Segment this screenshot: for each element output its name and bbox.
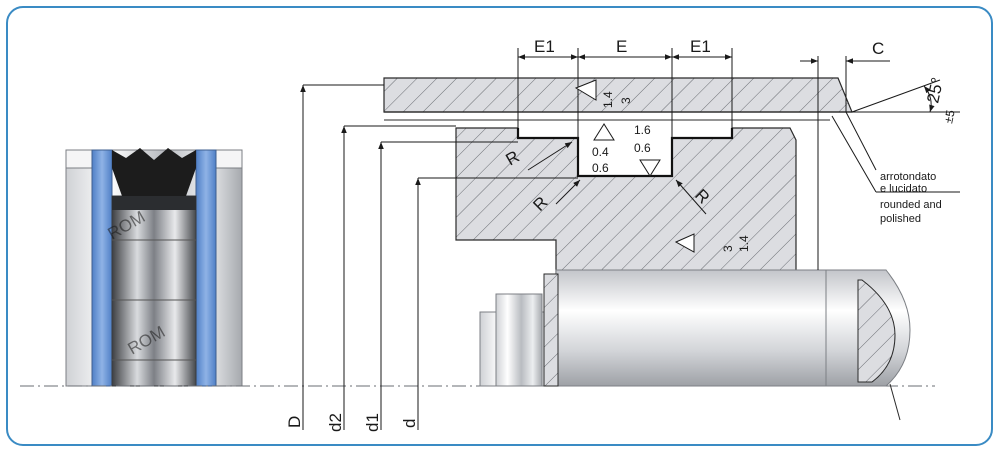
- chamfer-dimension: [800, 56, 890, 270]
- seal-energizer-band: [112, 196, 196, 210]
- cylinder-bore: [383, 77, 853, 113]
- roughness-bore-top: 1.4: [601, 91, 615, 108]
- dim-angle: 25°: [923, 76, 947, 105]
- dim-D: D: [285, 416, 304, 428]
- nut-washer: [543, 273, 559, 387]
- angle-dimension: [851, 79, 960, 113]
- dim-C: C: [872, 39, 884, 58]
- guide-ring-right: [195, 149, 217, 387]
- roughness-groove-side-bottom: 0.6: [592, 161, 609, 175]
- roughness-groove-side-top: 0.4: [592, 145, 609, 159]
- nut-hex-face: [495, 293, 543, 387]
- seal-groove: [516, 128, 734, 178]
- roughness-bore-bottom: 3: [619, 97, 633, 104]
- roughness-symbols: [574, 79, 695, 253]
- note-leaders: [831, 111, 960, 193]
- dim-d1: d1: [363, 413, 382, 432]
- diameter-dimension-lines: [300, 84, 578, 430]
- rod-section: [857, 279, 896, 383]
- note-it-line1: arrotondato: [880, 171, 936, 183]
- guide-ring-left: [91, 149, 113, 387]
- dim-angle-tolerance: ±5: [941, 108, 958, 124]
- dim-E1-left: E1: [534, 37, 555, 56]
- note-en-line2: polished: [880, 213, 921, 225]
- seal-lip-profile: [112, 148, 196, 196]
- roughness-rod-top: 1.4: [737, 235, 751, 252]
- dim-d: d: [400, 419, 419, 428]
- radius-leaders: [527, 141, 707, 215]
- groove-width-dimensions: [517, 48, 733, 138]
- note-en-line1: rounded and: [880, 199, 942, 211]
- dim-d2: d2: [326, 413, 345, 432]
- seal-3d-view: ROM ROM: [65, 148, 243, 387]
- roughness-groove-base-bottom: 0.6: [634, 141, 651, 155]
- dim-E: E: [616, 37, 627, 56]
- dim-E1-right: E1: [690, 37, 711, 56]
- roughness-groove-base-top: 1.6: [634, 123, 651, 137]
- note-it-line2: e lucidato: [880, 183, 927, 195]
- roughness-rod-bottom: 3: [721, 245, 735, 252]
